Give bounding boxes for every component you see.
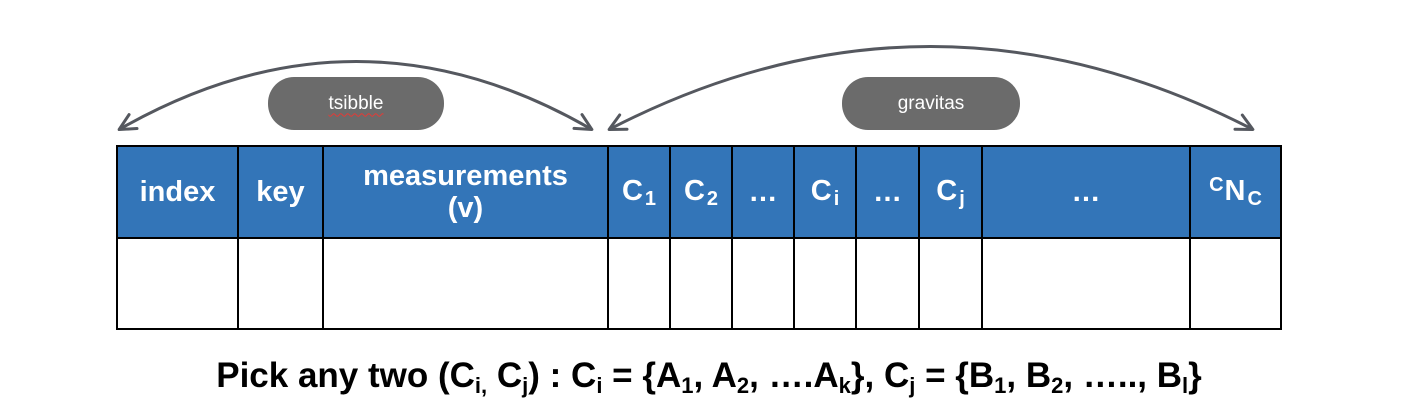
empty-cell bbox=[669, 237, 733, 330]
empty-cell bbox=[855, 237, 920, 330]
gravitas-label: gravitas bbox=[842, 77, 1020, 130]
empty-cell bbox=[116, 237, 239, 330]
tsibble-label-text: tsibble bbox=[328, 92, 384, 114]
gravitas-arc-arrow bbox=[607, 45, 1255, 131]
header-measurements: measurements(v) bbox=[322, 145, 609, 239]
tsibble-arc-arrow bbox=[117, 60, 594, 131]
empty-row bbox=[116, 237, 1282, 330]
empty-cell bbox=[322, 237, 609, 330]
header-ellipsis-2: … bbox=[855, 145, 920, 239]
header-ellipsis-3: … bbox=[981, 145, 1191, 239]
header-ellipsis-1: … bbox=[731, 145, 795, 239]
header-index: index bbox=[116, 145, 239, 239]
empty-cell bbox=[607, 237, 671, 330]
empty-cell bbox=[237, 237, 324, 330]
header-key: key bbox=[237, 145, 324, 239]
empty-cell bbox=[918, 237, 983, 330]
empty-cell bbox=[1189, 237, 1282, 330]
gravitas-label-text: gravitas bbox=[897, 92, 965, 114]
tsibble-label: tsibble bbox=[268, 77, 444, 130]
empty-cell bbox=[731, 237, 795, 330]
empty-cell bbox=[793, 237, 857, 330]
empty-cell bbox=[981, 237, 1191, 330]
pairing-caption: Pick any two (Ci, Cj) : Ci = {A1, A2, ….… bbox=[216, 356, 1202, 398]
